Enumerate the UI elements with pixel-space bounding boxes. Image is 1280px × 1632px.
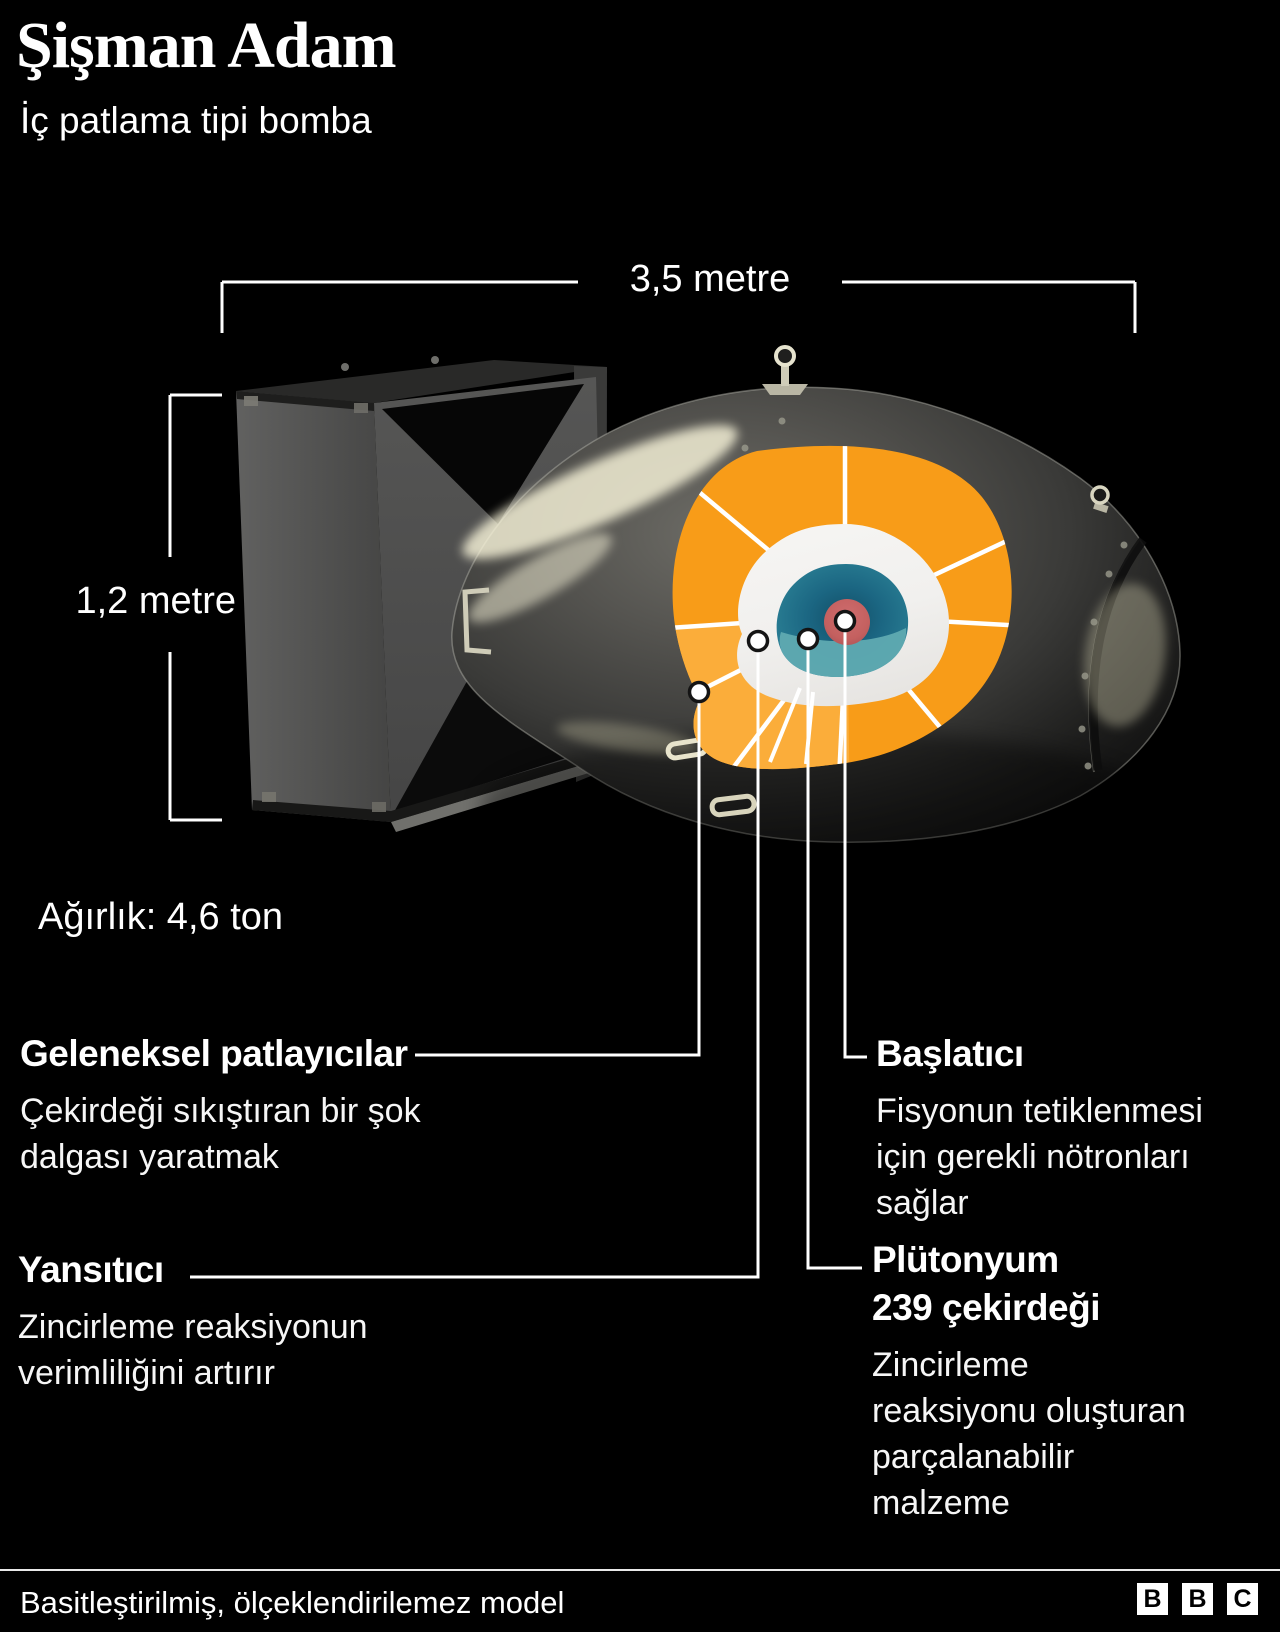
nose-bracket	[462, 587, 492, 655]
page-title: Şişman Adam	[16, 9, 397, 82]
rivet-dots	[741, 417, 1128, 770]
bbc-logo-block: C	[1227, 1583, 1258, 1615]
bbc-logo-block: B	[1137, 1583, 1168, 1615]
side-antenna	[1090, 485, 1110, 513]
callout-dot-explosives	[687, 680, 711, 704]
bomb-body	[451, 345, 1181, 886]
cutaway-reflector-ring	[737, 524, 950, 707]
callout-core-line: malzeme	[872, 1484, 1010, 1522]
callout-explosives-line: Çekirdeği sıkıştıran bir şok	[20, 1092, 421, 1130]
weight-label: Ağırlık: 4,6 ton	[38, 896, 284, 938]
callout-explosives: Geleneksel patlayıcılar Çekirdeği sıkışt…	[20, 1030, 421, 1180]
callout-dots	[687, 609, 857, 704]
callout-initiator-line: Fisyonun tetiklenmesi	[876, 1092, 1203, 1130]
callout-core-line: reaksiyonu oluşturan	[872, 1392, 1186, 1430]
leader-line-core	[806, 648, 862, 1270]
tail-fin-box	[236, 356, 607, 832]
bbc-logo-letter: C	[1233, 1584, 1252, 1613]
nose-highlight	[462, 425, 738, 559]
cutaway-tamper	[776, 564, 909, 677]
footer-note: Basitleştirilmiş, ölçeklendirilemez mode…	[20, 1585, 565, 1620]
callout-reflector-title: Yansıtıcı	[18, 1249, 164, 1290]
callout-initiator-line: için gerekli nötronları	[876, 1138, 1190, 1176]
callout-initiator-title: Başlatıcı	[876, 1033, 1024, 1074]
reflector-segment-lines	[768, 687, 815, 765]
width-dimension-label: 3,5 metre	[629, 258, 791, 300]
callout-core: Plütonyum 239 çekirdeği Zincirleme reaks…	[872, 1236, 1186, 1526]
leader-line-reflector	[190, 650, 760, 1279]
callout-dot-reflector	[746, 629, 770, 653]
callout-core-title: 239 çekirdeği	[872, 1287, 1100, 1328]
callout-reflector-line: verimliliğini artırır	[18, 1354, 275, 1392]
cutaway-core	[824, 599, 870, 645]
callout-dot-initiator	[833, 609, 857, 633]
bottom-shackles	[665, 737, 757, 818]
callout-explosives-title: Geleneksel patlayıcılar	[20, 1033, 408, 1074]
bbc-logo-letter: B	[1143, 1584, 1162, 1613]
callout-core-line: parçalanabilir	[872, 1438, 1075, 1476]
callout-dot-core	[796, 627, 820, 651]
leader-line-explosives	[415, 700, 701, 1057]
bbc-logo: B B C	[1137, 1583, 1258, 1615]
callout-core-line: Zincirleme	[872, 1346, 1029, 1384]
explosive-segment-lines	[672, 445, 1012, 770]
callout-reflector-line: Zincirleme reaksiyonun	[18, 1308, 368, 1346]
bbc-logo-block: B	[1182, 1583, 1213, 1615]
callout-initiator: Başlatıcı Fisyonun tetiklenmesi için ger…	[876, 1030, 1203, 1226]
callout-reflector: Yansıtıcı Zincirleme reaksiyonun verimli…	[18, 1246, 368, 1396]
top-antenna	[762, 345, 808, 395]
footer-divider	[0, 1569, 1280, 1571]
height-dimension-label: 1,2 metre	[75, 580, 236, 622]
tail-cone-seam	[1088, 537, 1147, 771]
page-subtitle: İç patlama tipi bomba	[20, 100, 372, 141]
callout-core-title: Plütonyum	[872, 1239, 1059, 1280]
cutaway-tamper-light	[779, 628, 907, 677]
cutaway	[672, 445, 1012, 770]
bbc-logo-letter: B	[1188, 1584, 1207, 1613]
leader-line-initiator	[843, 630, 867, 1059]
cutaway-explosives-ring	[672, 445, 1012, 770]
callout-explosives-line: dalgası yaratmak	[20, 1138, 279, 1176]
callout-initiator-line: sağlar	[876, 1184, 969, 1222]
